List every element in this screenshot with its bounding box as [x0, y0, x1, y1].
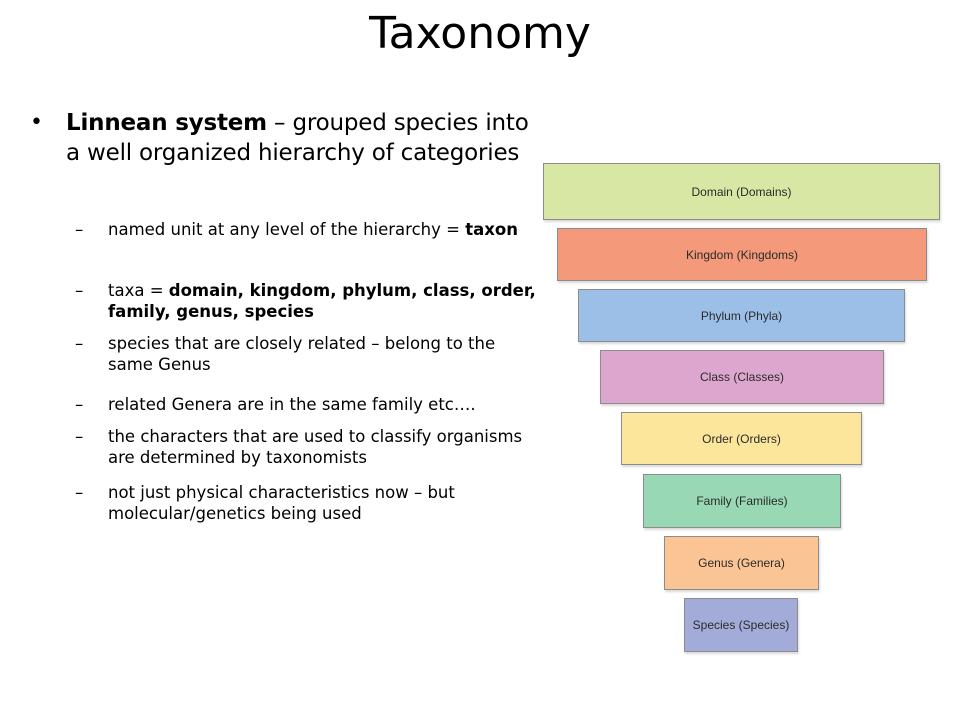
- subpoint-text: not just physical characteristics now – …: [108, 482, 538, 524]
- subpoint-dash: –: [75, 334, 84, 353]
- tier-kingdom: Kingdom (Kingdoms): [557, 228, 927, 281]
- subpoint-normal: not just physical characteristics now – …: [108, 483, 455, 523]
- subpoint-dash: –: [75, 395, 84, 414]
- subpoint-text: related Genera are in the same family et…: [108, 394, 538, 415]
- tier-class: Class (Classes): [600, 350, 884, 404]
- subpoint-normal: taxa =: [108, 281, 169, 300]
- main-bullet-text: Linnean system – grouped species into a …: [66, 108, 536, 168]
- subpoint-normal: named unit at any level of the hierarchy…: [108, 220, 466, 239]
- subpoint-bold: taxon: [465, 220, 518, 239]
- bullet-rest-text: – grouped species into a well organized …: [66, 110, 529, 166]
- tier-family: Family (Families): [643, 474, 841, 528]
- subpoint-normal: the characters that are used to classify…: [108, 427, 523, 467]
- subpoint-dash: –: [75, 427, 84, 446]
- subpoint-text: the characters that are used to classify…: [108, 426, 538, 468]
- subpoint-text: taxa = domain, kingdom, phylum, class, o…: [108, 280, 538, 322]
- subpoint-dash: –: [75, 281, 84, 300]
- subpoint-bold: domain, kingdom, phylum, class, order, f…: [108, 281, 536, 321]
- tier-genus: Genus (Genera): [664, 536, 819, 590]
- tier-species: Species (Species): [684, 598, 798, 652]
- subpoint-normal: related Genera are in the same family et…: [108, 395, 476, 414]
- subpoint-dash: –: [75, 483, 84, 502]
- tier-domain: Domain (Domains): [543, 163, 940, 220]
- subpoint-text: species that are closely related – belon…: [108, 333, 538, 375]
- tier-order: Order (Orders): [621, 412, 862, 465]
- slide-title: Taxonomy: [369, 8, 591, 59]
- bullet-dot: •: [30, 110, 43, 135]
- subpoint-normal: species that are closely related – belon…: [108, 334, 496, 374]
- tier-phylum: Phylum (Phyla): [578, 289, 905, 342]
- subpoint-dash: –: [75, 220, 84, 239]
- bullet-bold-term: Linnean system: [66, 110, 267, 136]
- subpoint-text: named unit at any level of the hierarchy…: [108, 219, 538, 240]
